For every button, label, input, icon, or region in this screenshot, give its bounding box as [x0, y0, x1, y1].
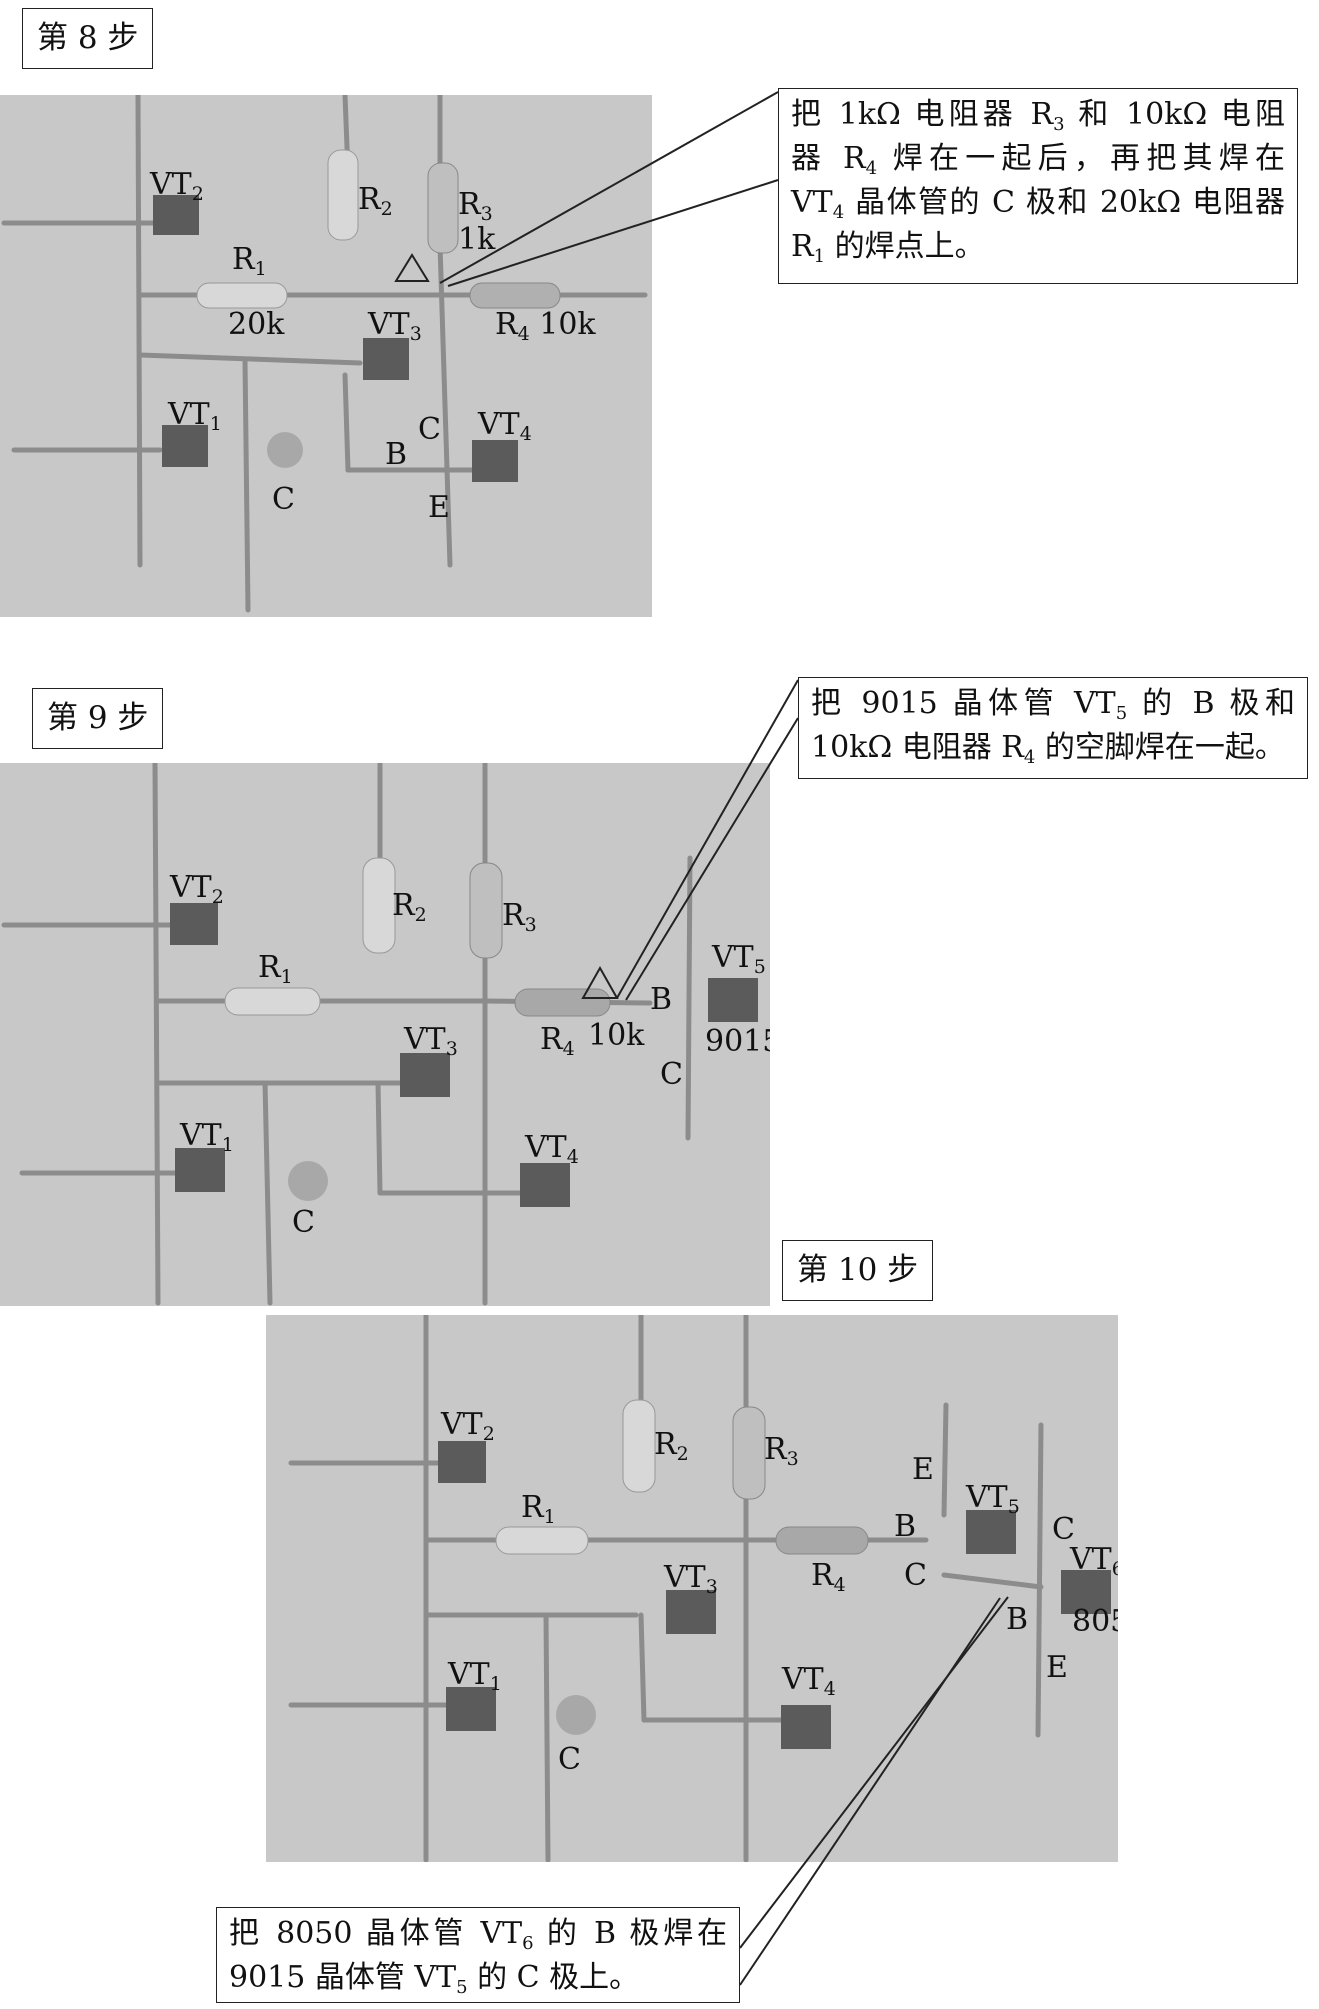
- step-9-label-9015: 9015: [705, 1024, 770, 1059]
- step-9-label-vt5: VT5: [712, 940, 766, 978]
- step-10-label-vt3: VT3: [664, 1560, 718, 1598]
- step-10-label-e-top: E: [912, 1452, 934, 1487]
- step-8-label-r1: R1: [232, 242, 267, 280]
- step-9-photo: VT2 R2 R3 R1 VT5 B R4 10k 9015 VT3 C VT1…: [0, 763, 770, 1306]
- step-9-callout: 把 9015 晶体管 VT5 的 B 极和 10kΩ 电阻器 R4 的空脚焊在一…: [798, 677, 1308, 779]
- step-10-label-b-vt5: B: [894, 1509, 917, 1544]
- step-9-label-r1: R1: [258, 950, 293, 988]
- step-8-label-vt1: VT1: [168, 397, 222, 435]
- step-8-label-c-capacitor: C: [272, 482, 295, 517]
- step-9-label-b: B: [650, 982, 673, 1017]
- step-8-photo: VT2 R2 R3 1k R1 20k VT3 R4 10k VT1 C VT4…: [0, 95, 652, 617]
- step-8-label-vt3: VT3: [368, 307, 422, 345]
- step-9-label-vt3: VT3: [404, 1022, 458, 1060]
- step-8-label-b: B: [385, 437, 408, 472]
- step-9-title: 第 9 步: [32, 688, 164, 749]
- step-10-label-c-vt5: C: [904, 1558, 927, 1593]
- step-10-label-c-vt6: C: [1052, 1512, 1075, 1547]
- step-10-label-e-bottom: E: [1046, 1650, 1068, 1685]
- step-8-title: 第 8 步: [22, 8, 154, 69]
- step-10-label-r1: R1: [521, 1490, 556, 1528]
- step-9-label-vt2: VT2: [170, 870, 224, 908]
- step-8-label-vt2: VT2: [150, 167, 204, 205]
- step-10-label-r2: R2: [654, 1427, 689, 1465]
- step-10-label-vt1: VT1: [448, 1657, 502, 1695]
- step-10-photo: VT2 R2 R3 E R1 VT5 B C VT6 R4 C VT3 B 80…: [266, 1315, 1118, 1862]
- step-8-label-vt4: VT4: [478, 407, 532, 445]
- step-9-label-vt1: VT1: [180, 1118, 234, 1156]
- step-8-label-r2: R2: [358, 182, 393, 220]
- step-9-label-10k: 10k: [588, 1018, 645, 1053]
- step-10-label-vt2: VT2: [441, 1407, 495, 1445]
- step-10-label-r4: R4: [811, 1558, 846, 1596]
- step-8-label-20k: 20k: [228, 307, 285, 342]
- step-9-label-r3: R3: [502, 898, 537, 936]
- step-8-label-c-collector: C: [418, 412, 441, 447]
- step-10-label-r3: R3: [764, 1432, 799, 1470]
- step-9-label-r4: R4: [540, 1022, 575, 1060]
- step-8-callout: 把 1kΩ 电阻器 R3 和 10kΩ 电阻 器 R4 焊在一起后，再把其焊在 …: [778, 88, 1298, 284]
- step-9-label-r2: R2: [392, 888, 427, 926]
- step-9-label-c-collector: C: [660, 1057, 683, 1092]
- step-10-label-c-capacitor: C: [558, 1742, 581, 1777]
- step-8-label-r4-10k: R4 10k: [495, 307, 596, 345]
- step-9-label-c-capacitor: C: [292, 1205, 315, 1240]
- step-10-label-8050: 8050: [1072, 1604, 1118, 1639]
- step-10-label-b-vt6: B: [1006, 1602, 1029, 1637]
- step-10-title: 第 10 步: [782, 1240, 934, 1301]
- step-10-label-vt6: VT6: [1070, 1542, 1118, 1580]
- step-9-circuit-drawing: [1, 763, 758, 1306]
- step-10-callout: 把 8050 晶体管 VT6 的 B 极焊在 9015 晶体管 VT5 的 C …: [216, 1907, 740, 2003]
- step-9-label-vt4: VT4: [525, 1130, 579, 1168]
- step-10-label-vt4: VT4: [782, 1662, 836, 1700]
- step-8-label-1k: 1k: [458, 222, 496, 257]
- step-8-circuit-drawing: [1, 95, 648, 613]
- step-10-label-vt5: VT5: [966, 1480, 1020, 1518]
- step-8-label-r3: R3: [458, 187, 493, 225]
- step-8-label-e: E: [428, 490, 450, 525]
